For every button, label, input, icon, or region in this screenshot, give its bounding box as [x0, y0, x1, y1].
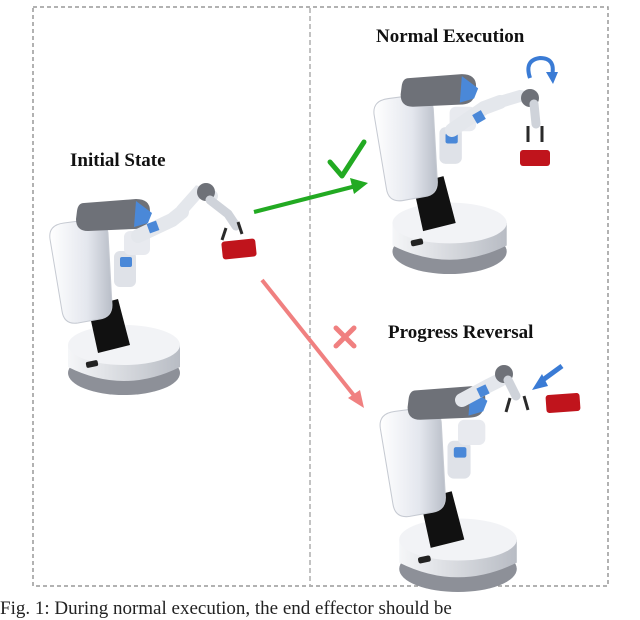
- approach-arrow-icon: [532, 363, 564, 390]
- failure-transition-arrow: [260, 278, 364, 408]
- robot-reversal: [379, 365, 530, 593]
- red-block-reversal: [545, 393, 581, 413]
- figure-frame: [32, 6, 609, 587]
- cross-icon: [333, 325, 357, 349]
- red-block-grasped: [520, 150, 550, 166]
- red-block-initial: [221, 238, 257, 260]
- robot-normal: [373, 73, 544, 275]
- robot-initial: [49, 183, 244, 396]
- figure-caption: Fig. 1: During normal execution, the end…: [0, 598, 452, 619]
- label-initial-state: Initial State: [70, 150, 166, 171]
- checkmark-icon: [327, 139, 367, 179]
- rotation-arrow-icon: [526, 55, 558, 84]
- success-transition-arrow: [253, 178, 368, 214]
- label-progress-reversal: Progress Reversal: [388, 322, 534, 343]
- label-normal-execution: Normal Execution: [376, 26, 525, 47]
